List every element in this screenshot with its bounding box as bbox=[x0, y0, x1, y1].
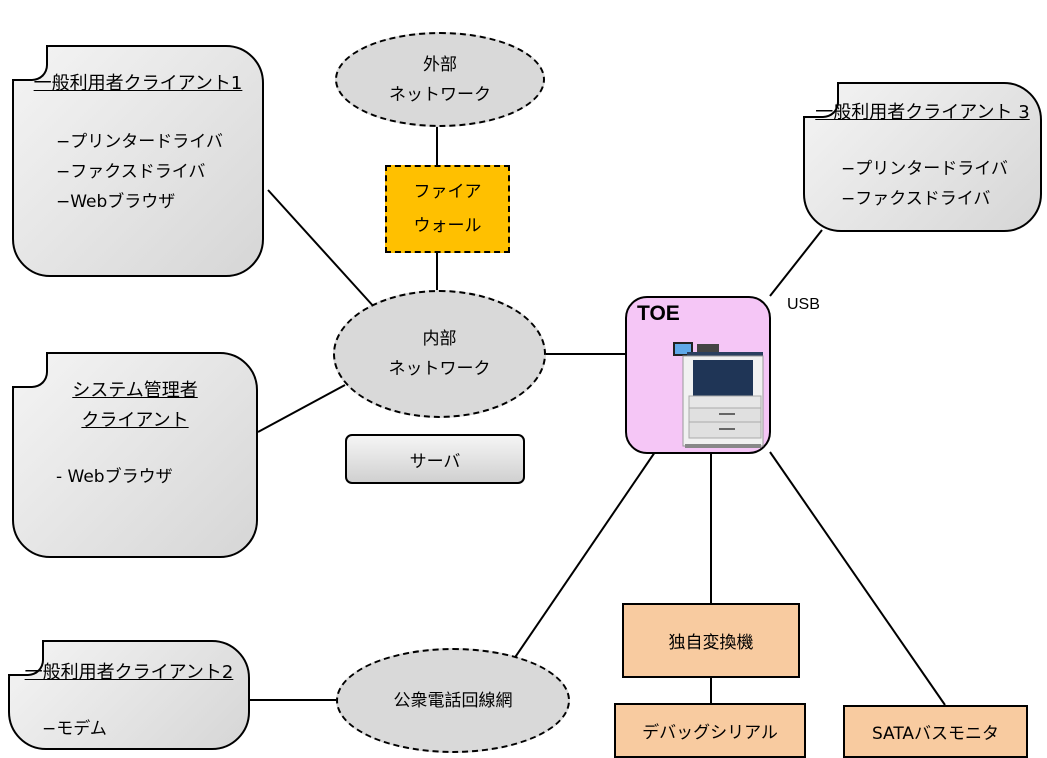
pstn-label: 公衆電話回線網 bbox=[393, 690, 513, 711]
printer-icon bbox=[673, 342, 764, 448]
client2-item-modem: −モデム bbox=[42, 719, 107, 739]
converter-label: 独自変換機 bbox=[668, 633, 754, 653]
line-toe-pstn bbox=[502, 451, 656, 676]
sata-bus-monitor-box: SATAバスモニタ bbox=[843, 705, 1028, 758]
server-label: サーバ bbox=[409, 451, 461, 472]
toe-label: TOE bbox=[637, 302, 680, 325]
line-client3-toe bbox=[769, 229, 823, 297]
external-network-line1: 外部 bbox=[423, 54, 457, 75]
usb-label: USB bbox=[787, 296, 820, 313]
internal-network-line2: ネットワーク bbox=[388, 359, 491, 379]
firewall-line1: ファイア bbox=[413, 182, 482, 202]
converter-box: 独自変換機 bbox=[622, 603, 800, 678]
admin-title-line1: システム管理者 bbox=[72, 380, 198, 401]
external-network-line2: ネットワーク bbox=[389, 84, 491, 105]
public-telephone-network-cloud: 公衆電話回線網 bbox=[336, 648, 570, 753]
line-admin-internal bbox=[257, 384, 346, 433]
client1-item-web-browser: −Webブラウザ bbox=[56, 192, 176, 212]
client1-title: 一般利用者クライアント1 bbox=[33, 73, 243, 94]
admin-client-box: システム管理者 クライアント - Webブラウザ bbox=[12, 352, 258, 558]
admin-item-web-browser: - Webブラウザ bbox=[56, 467, 173, 487]
internal-network-cloud: 内部 ネットワーク bbox=[333, 290, 546, 418]
client2-title: 一般利用者クライアント2 bbox=[24, 662, 234, 683]
client3-box: 一般利用者クライアント 3 −プリンタードライバ −ファクスドライバ bbox=[803, 82, 1042, 232]
line-toe-sata bbox=[769, 451, 946, 706]
client3-item-fax-driver: −ファクスドライバ bbox=[841, 189, 991, 209]
client3-item-printer-driver: −プリンタードライバ bbox=[841, 159, 1008, 179]
client2-box: 一般利用者クライアント2 −モデム bbox=[8, 640, 250, 750]
firewall-line2: ウォール bbox=[413, 216, 482, 236]
client1-item-printer-driver: −プリンタードライバ bbox=[56, 132, 223, 152]
server-box: サーバ bbox=[345, 434, 525, 484]
admin-title-line2: クライアント bbox=[81, 410, 189, 431]
client3-title: 一般利用者クライアント 3 bbox=[815, 102, 1030, 123]
sata-bus-monitor-label: SATAバスモニタ bbox=[871, 724, 1000, 744]
debug-serial-box: デバッグシリアル bbox=[614, 703, 806, 758]
debug-serial-label: デバッグシリアル bbox=[642, 723, 778, 743]
client1-box: 一般利用者クライアント1 −プリンタードライバ −ファクスドライバ −Webブラ… bbox=[12, 45, 264, 277]
firewall-box: ファイア ウォール bbox=[385, 165, 510, 253]
external-network-cloud: 外部 ネットワーク bbox=[335, 32, 545, 127]
client1-item-fax-driver: −ファクスドライバ bbox=[56, 162, 206, 182]
toe-box: TOE bbox=[625, 296, 771, 454]
internal-network-line1: 内部 bbox=[422, 329, 457, 349]
line-client1-internal bbox=[267, 189, 376, 309]
